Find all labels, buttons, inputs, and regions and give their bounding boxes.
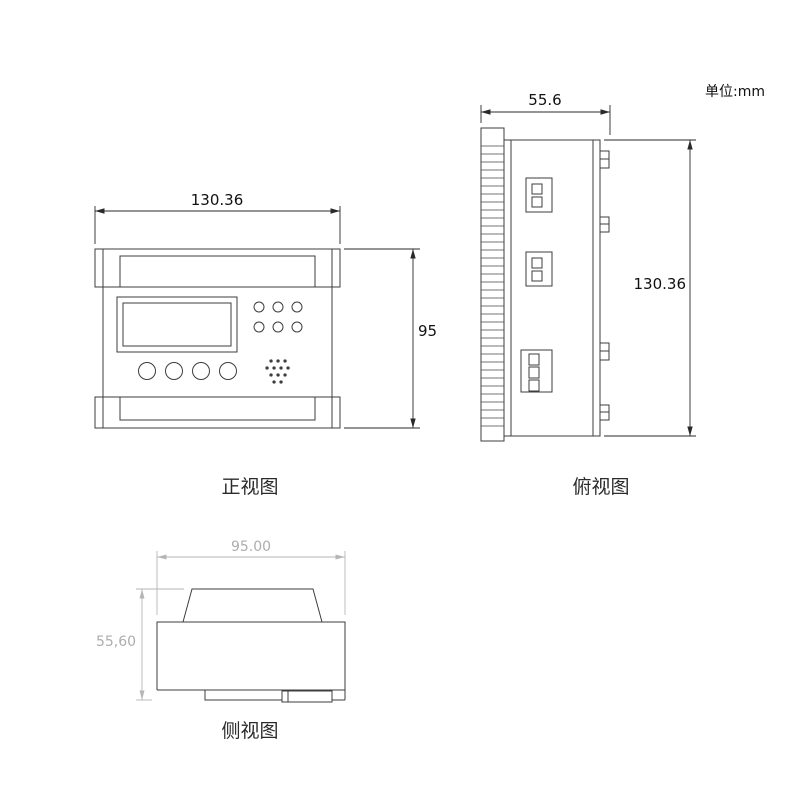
front-top-recess <box>119 255 316 288</box>
led-indicator <box>291 301 303 313</box>
lcd-display-outer <box>116 296 238 353</box>
side-height-value: 55,60 <box>96 634 136 650</box>
dimension-arrow <box>157 554 167 560</box>
top-height-value: 130.36 <box>634 275 687 293</box>
terminal-port <box>531 270 543 282</box>
control-button <box>192 362 210 380</box>
front-bottom-plate <box>94 396 341 429</box>
speaker-grille <box>265 359 290 384</box>
terminal-port <box>528 379 540 392</box>
terminal-block <box>520 349 553 393</box>
side-view-label: 侧视图 <box>221 720 278 742</box>
din-clip-slider <box>281 690 333 703</box>
terminal-block <box>525 177 553 213</box>
vent-fins <box>481 145 504 427</box>
terminal-port <box>531 183 543 195</box>
dimension-arrow <box>687 140 693 150</box>
din-clip-edge <box>332 690 346 701</box>
front-height-dimension: 95 <box>344 248 437 429</box>
front-width-value: 130.36 <box>191 191 244 209</box>
side-height-dimension: 55,60 <box>96 588 184 701</box>
terminal-port <box>528 353 540 366</box>
unit-note: 单位:mm <box>705 84 765 100</box>
side-silhouette <box>156 588 346 690</box>
side-width-dimension: 95.00 <box>156 539 346 615</box>
front-bottom-recess <box>119 396 316 421</box>
control-button <box>138 362 156 380</box>
front-top-plate <box>94 248 341 288</box>
dimension-arrow <box>410 418 416 428</box>
front-view-body <box>94 248 341 429</box>
terminal-block <box>525 251 553 287</box>
top-view-housing <box>503 139 601 437</box>
led-indicator <box>272 301 284 313</box>
dimension-arrow <box>481 109 491 115</box>
top-width-dimension: 55.6 <box>480 91 611 135</box>
din-clip-step <box>204 690 282 701</box>
front-view-label: 正视图 <box>221 476 278 498</box>
top-height-dimension: 130.36 <box>604 139 696 437</box>
terminal-port <box>531 196 543 208</box>
dimension-arrow <box>95 208 105 214</box>
top-view-label: 俯视图 <box>572 476 629 498</box>
side-width-value: 95.00 <box>231 539 271 555</box>
dimension-arrow <box>139 690 145 700</box>
front-height-value: 95 <box>418 322 437 340</box>
led-indicator <box>253 301 265 313</box>
terminal-port <box>531 257 543 269</box>
control-button <box>219 362 237 380</box>
side-view-body <box>156 588 346 703</box>
side-view: 95.00 55,60 侧视图 <box>96 539 346 742</box>
led-indicator <box>253 321 265 333</box>
front-view: 130.36 95 正视图 <box>94 191 437 498</box>
terminal-port <box>528 366 540 379</box>
dimension-arrow <box>687 426 693 436</box>
dimension-arrow <box>139 589 145 599</box>
top-view: 55.6 130.36 俯视图 <box>480 91 696 498</box>
dimension-arrow <box>330 208 340 214</box>
top-view-body <box>480 127 610 442</box>
control-button <box>165 362 183 380</box>
led-indicator <box>291 321 303 333</box>
dimension-arrow <box>600 109 610 115</box>
dimension-arrow <box>410 249 416 259</box>
top-width-value: 55.6 <box>528 91 561 109</box>
front-width-dimension: 130.36 <box>94 191 341 244</box>
lcd-display-inner <box>122 302 232 347</box>
dimension-arrow <box>335 554 345 560</box>
led-indicator <box>272 321 284 333</box>
